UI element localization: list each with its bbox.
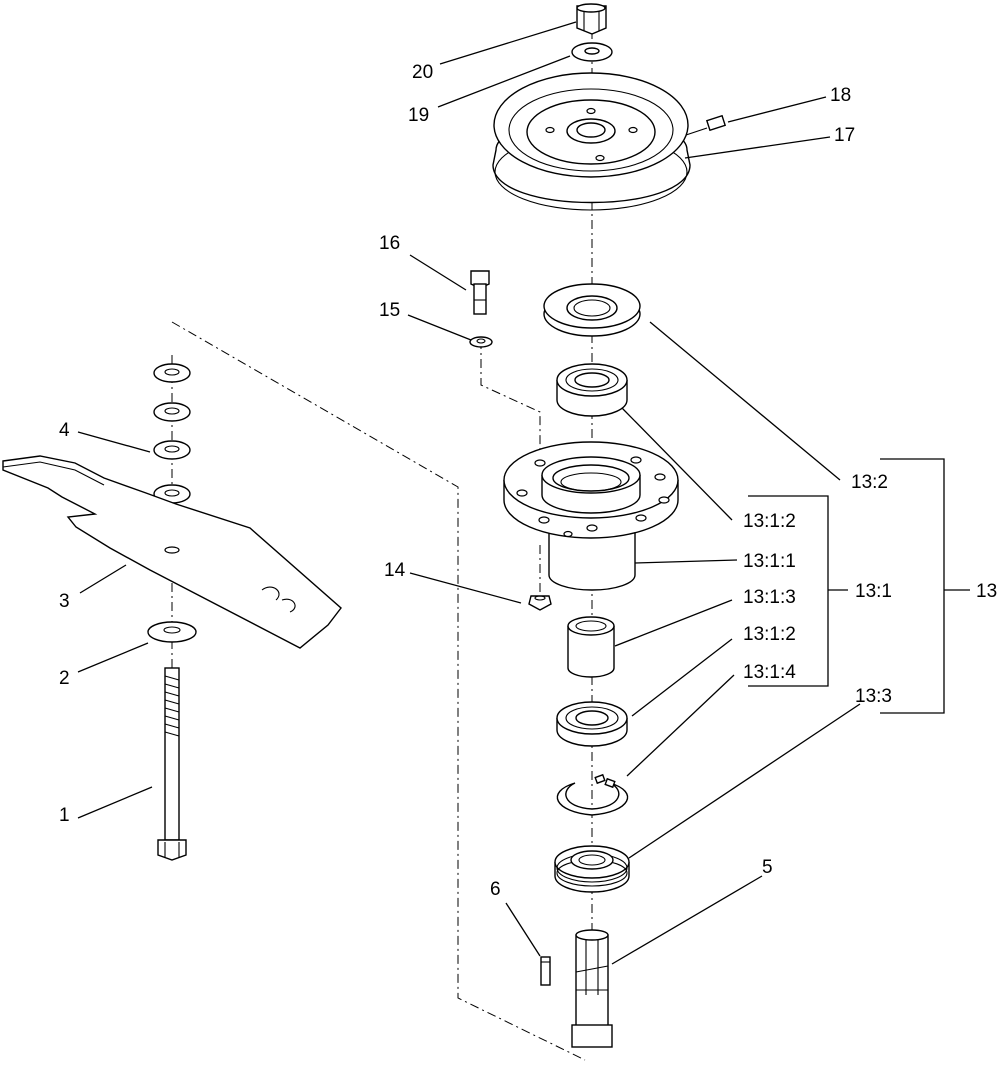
spindle-shaft-part-5 <box>571 929 613 1048</box>
callout-14: 14 <box>384 560 406 581</box>
callout-labels: 20 19 18 17 16 15 4 3 2 1 14 13:2 13:1:2… <box>59 62 997 900</box>
pulley-part-17 <box>492 72 691 211</box>
callout-15: 15 <box>379 300 400 321</box>
callout-13-1-3: 13:1:3 <box>743 587 796 608</box>
callout-13-1-2-lower: 13:1:2 <box>743 624 796 645</box>
pin-part-18 <box>685 114 727 136</box>
callout-13-1-1: 13:1:1 <box>743 551 796 572</box>
callout-13: 13 <box>976 581 997 602</box>
bracket-13-1 <box>748 495 829 687</box>
top-seal-part-13-2 <box>543 283 641 337</box>
washer-part-15 <box>469 336 493 348</box>
upper-bearing-part-13-1-2 <box>556 363 628 417</box>
callout-3: 3 <box>59 591 70 612</box>
callout-6: 6 <box>490 879 501 900</box>
bolt-part-16 <box>470 270 490 315</box>
callout-19: 19 <box>408 105 429 126</box>
nut-part-20 <box>576 3 607 35</box>
key-part-6 <box>540 956 551 986</box>
callout-13-1-4: 13:1:4 <box>743 662 796 683</box>
spacer-part-13-1-3 <box>567 616 615 678</box>
callout-16: 16 <box>379 233 400 254</box>
callout-20: 20 <box>412 62 433 83</box>
bracket-13 <box>880 458 945 714</box>
callout-2: 2 <box>59 668 70 689</box>
retaining-ring-part-13-1-4 <box>556 773 629 816</box>
bottom-seal-part-13-3 <box>554 845 630 893</box>
callout-5: 5 <box>762 857 773 878</box>
nut-part-14 <box>528 595 552 611</box>
blade-bolt-part-1 <box>157 667 187 861</box>
callout-13-2: 13:2 <box>851 472 888 493</box>
callout-1: 1 <box>59 805 70 826</box>
callout-13-1-2-upper: 13:1:2 <box>743 511 796 532</box>
washers-part-4 <box>153 363 191 504</box>
callout-18: 18 <box>830 85 851 106</box>
spindle-housing-part-13-1-1 <box>503 441 679 591</box>
callout-17: 17 <box>834 125 855 146</box>
callout-13-3: 13:3 <box>855 686 892 707</box>
assembly-brackets <box>748 458 970 714</box>
washer-part-19 <box>571 42 613 62</box>
callout-4: 4 <box>59 420 70 441</box>
washer-part-2 <box>147 621 197 643</box>
leader-lines <box>77 21 861 965</box>
lower-bearing-part-13-1-2 <box>556 701 628 747</box>
blade-part-3 <box>2 455 342 649</box>
callout-13-1: 13:1 <box>855 581 892 602</box>
